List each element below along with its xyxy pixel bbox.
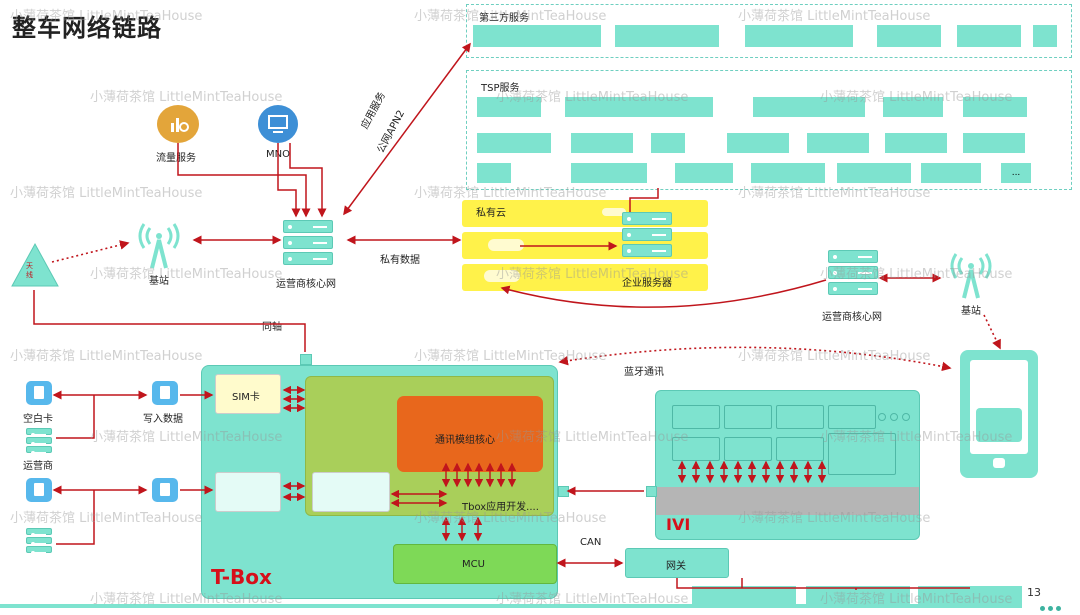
can-label: CAN [580,537,602,548]
core-network-left-icon [283,220,333,268]
traffic-service-label: 流量服务 [156,153,196,164]
mcu-label: MCU [462,559,485,570]
server-icon [26,428,52,455]
ivi-box: IVI [655,390,920,540]
bluetooth-label: 蓝牙通讯 [624,367,664,378]
core-network-left-label: 运营商核心网 [276,279,336,290]
tbox-label: T-Box [211,565,272,589]
chart-icon [157,105,199,143]
doc-icon [26,478,52,502]
enterprise-server-icon [622,212,672,260]
gateway-box: 网关 [625,548,729,578]
ecu-box [918,586,1022,608]
footer-dots [1040,596,1061,615]
page-title: 整车网络链路 [12,14,162,42]
private-data-label: 私有数据 [380,255,420,266]
blank-card-label: 空白卡 [23,414,53,425]
ecu-box [692,586,796,608]
tbox-inner-box [312,472,390,512]
base-station-left-label: 基站 [149,276,169,287]
tsp-label: TSP服务 [481,83,520,94]
enterprise-server-label: 企业服务器 [622,278,672,289]
tbox-dev-label: Tbox应用开发.... [462,502,539,513]
doc-icon [26,381,52,405]
page-number: 13 [1027,586,1041,599]
coax-label: 同轴 [262,322,282,333]
tbox-slot-box [215,472,281,512]
comm-module-box: 通讯模组核心 [397,396,543,472]
sim-card-box: SIM卡 [215,374,281,414]
doc-icon [152,478,178,502]
coax-port [300,354,312,365]
antenna-icon [10,242,60,290]
third-party-label: 第三方服务 [479,13,529,24]
comm-module-label: 通讯模组核心 [435,435,495,446]
ivi-label: IVI [666,515,691,534]
private-cloud-label: 私有云 [476,208,506,219]
third-party-box: 第三方服务 [466,4,1072,58]
tower-icon [946,252,996,302]
core-network-right-label: 运营商核心网 [822,312,882,323]
base-station-right-label: 基站 [961,306,981,317]
footer-bar [0,604,1000,608]
antenna-label: 天线 [26,262,33,279]
operator-label: 运营商 [23,461,53,472]
doc-icon [152,381,178,405]
ivi-port [646,486,657,497]
mcu-box: MCU [393,544,557,584]
tower-icon [134,222,184,272]
core-network-right-icon [828,250,878,298]
write-data-label: 写入数据 [143,414,183,425]
server-icon [26,528,52,555]
sim-card-label: SIM卡 [232,392,260,403]
gateway-label: 网关 [666,561,686,572]
ecu-box [806,586,910,608]
tsp-more-cell: ... [1001,163,1031,183]
phone-icon [960,350,1038,478]
monitor-icon [258,105,298,143]
tsp-box: TSP服务 ... [466,70,1072,190]
